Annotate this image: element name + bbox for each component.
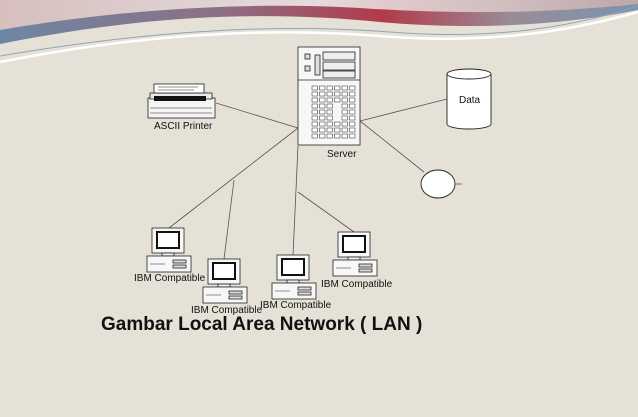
header-wave <box>0 0 638 64</box>
pc-1-icon <box>146 227 192 273</box>
pc-3-icon <box>271 254 317 300</box>
database-icon <box>446 68 492 130</box>
pc-3-label: IBM Compatible <box>260 300 332 311</box>
link-pc-1 <box>168 127 299 229</box>
printer-icon <box>147 83 216 119</box>
link-pc-3 <box>292 145 299 256</box>
server-label: Server <box>327 149 357 160</box>
printer-label: ASCII Printer <box>154 121 213 132</box>
link-data <box>359 98 448 122</box>
pc-1-label: IBM Compatible <box>134 273 206 284</box>
link-node <box>359 120 425 173</box>
network-node-icon <box>420 169 456 199</box>
network-links <box>168 98 462 260</box>
pc-4-icon <box>332 231 378 277</box>
server-icon <box>297 46 361 146</box>
slide-caption: Gambar Local Area Network ( LAN ) <box>101 314 423 335</box>
link-printer <box>215 102 299 129</box>
pc-2-icon <box>202 258 248 304</box>
pc-2-label: IBM Compatible <box>191 305 263 316</box>
data-label: Data <box>459 95 481 106</box>
link-pc-2 <box>223 179 235 260</box>
pc-4-label: IBM Compatible <box>321 279 393 290</box>
link-pc-4 <box>297 191 355 233</box>
